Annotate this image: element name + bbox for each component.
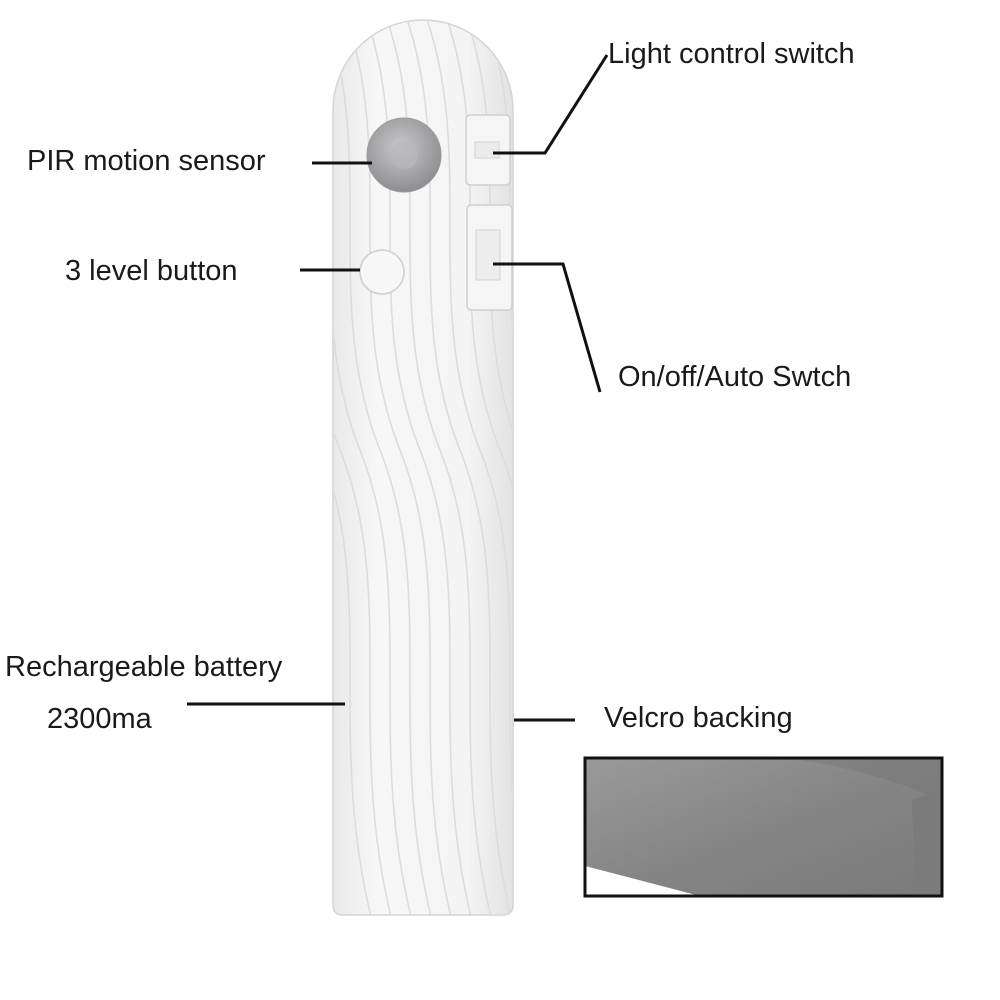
label-velcro-backing: Velcro backing	[604, 702, 793, 734]
velcro-backing-inset	[583, 756, 944, 898]
pir-sensor-dome	[366, 117, 442, 193]
three-level-button-shape	[359, 249, 405, 295]
on-off-auto-switch-shape	[466, 204, 513, 311]
label-pir-motion-sensor: PIR motion sensor	[27, 145, 266, 177]
leader-light-control	[493, 54, 609, 155]
leader-lines	[187, 54, 609, 722]
label-on-off-auto-switch: On/off/Auto Swtch	[618, 361, 852, 393]
light-control-switch-shape	[465, 114, 511, 186]
label-light-control-switch: Light control switch	[608, 38, 855, 70]
leader-on-off-auto	[493, 262, 602, 393]
label-battery-line1: Rechargeable battery	[5, 651, 283, 683]
label-battery-line2: 2300ma	[47, 703, 152, 735]
label-three-level-button: 3 level button	[65, 255, 238, 287]
